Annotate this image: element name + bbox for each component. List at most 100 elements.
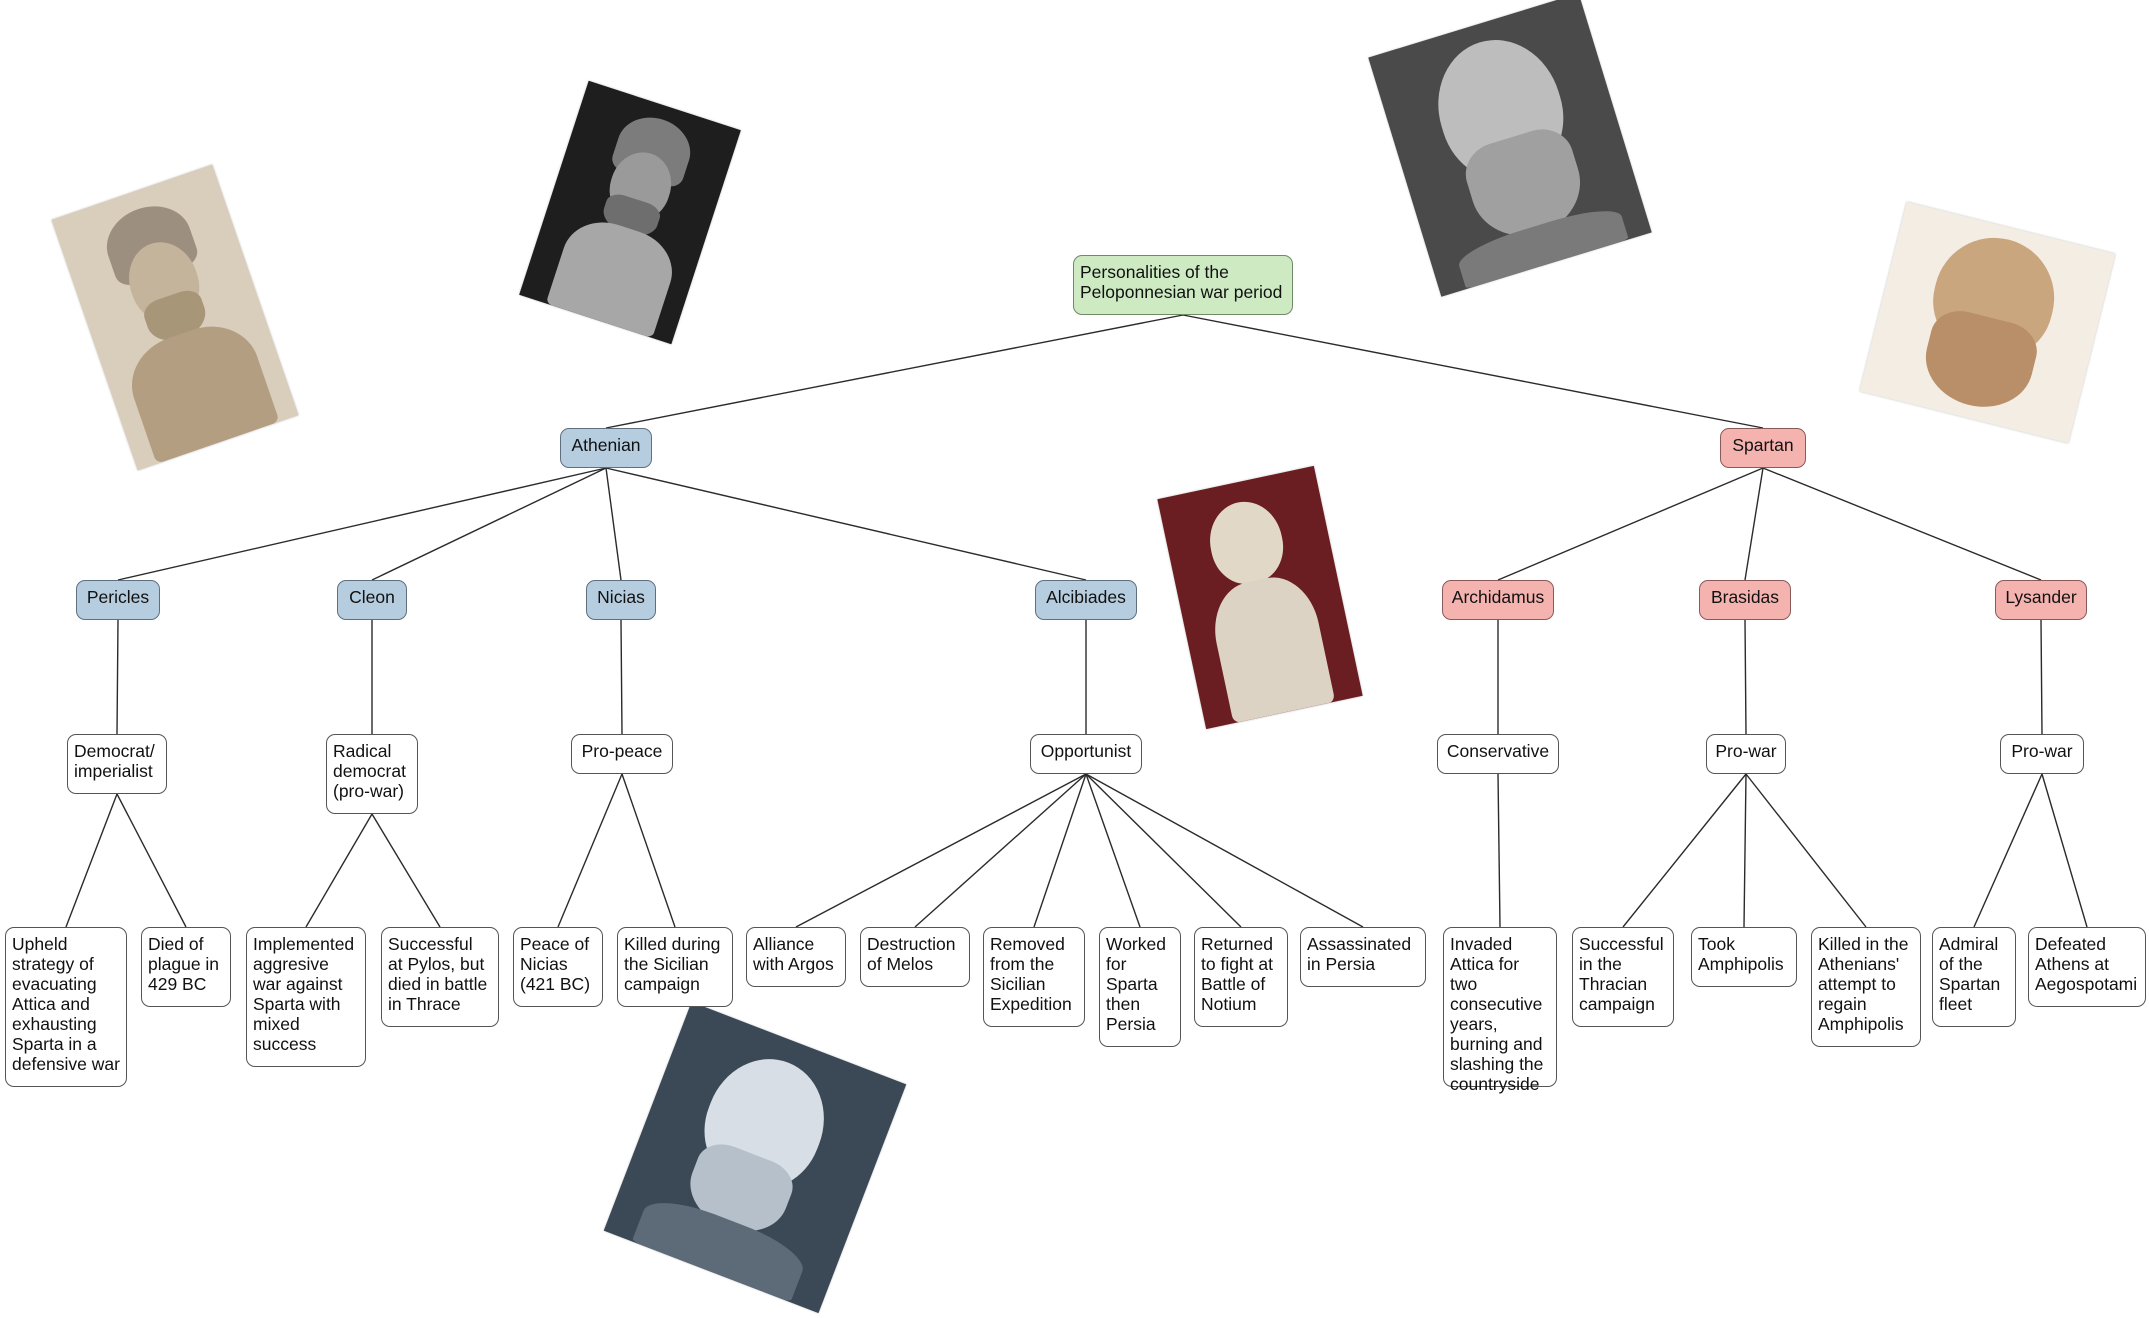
stance-label: Opportunist	[1040, 741, 1132, 761]
fact-pericles-2[interactable]: Died of plague in 429 BC	[141, 927, 231, 1007]
root-node[interactable]: Personalities of the Peloponnesian war p…	[1073, 255, 1293, 315]
connector-9	[371, 813, 441, 928]
leader-name: Brasidas	[1710, 587, 1780, 607]
fact-cleon-1[interactable]: Implemented aggresive war against Sparta…	[246, 927, 366, 1067]
fact-label: Admiral of the Spartan fleet	[1939, 934, 2001, 1014]
fact-nicias-1[interactable]: Peace of Nicias (421 BC)	[513, 927, 603, 1007]
fact-label: Returned to fight at Battle of Notium	[1201, 934, 1273, 1014]
leader-name: Lysander	[2005, 587, 2077, 607]
stance-brasidas[interactable]: Pro-war	[1706, 734, 1786, 774]
root-label: Personalities of the Peloponnesian war p…	[1080, 262, 1283, 302]
connector-32	[1973, 773, 2043, 928]
leader-name: Pericles	[86, 587, 150, 607]
connector-22	[1497, 467, 1764, 581]
leader-nicias[interactable]: Nicias	[586, 580, 656, 620]
stance-archidamus[interactable]: Conservative	[1437, 734, 1559, 774]
stance-cleon[interactable]: Radical democrat (pro-war)	[326, 734, 418, 814]
leader-brasidas[interactable]: Brasidas	[1699, 580, 1791, 620]
fact-label: Defeated Athens at Aegospotami	[2035, 934, 2138, 994]
connector-30	[1762, 467, 2042, 581]
fact-lysander-1[interactable]: Admiral of the Spartan fleet	[1932, 927, 2016, 1027]
stance-lysander[interactable]: Pro-war	[2000, 734, 2084, 774]
fact-pericles-1[interactable]: Upheld strategy of evacuating Attica and…	[5, 927, 127, 1087]
connector-17	[914, 773, 1087, 928]
fact-alcibiades-5[interactable]: Returned to fight at Battle of Notium	[1194, 927, 1288, 1027]
fact-label: Killed in the Athenians' attempt to rega…	[1818, 934, 1909, 1034]
connector-5	[116, 793, 187, 928]
connector-24	[1497, 773, 1501, 928]
connector-14	[605, 467, 1087, 581]
connector-29	[1745, 773, 1867, 928]
connector-25	[1744, 467, 1764, 581]
connector-8	[305, 813, 373, 928]
connector-0	[605, 314, 1184, 429]
connector-16	[795, 773, 1087, 928]
connector-4	[65, 793, 118, 928]
fact-cleon-2[interactable]: Successful at Pylos, but died in battle …	[381, 927, 499, 1027]
leader-name: Cleon	[349, 587, 395, 607]
fact-label: Upheld strategy of evacuating Attica and…	[12, 934, 120, 1074]
fact-label: Alliance with Argos	[753, 934, 834, 974]
fact-lysander-2[interactable]: Defeated Athens at Aegospotami	[2028, 927, 2146, 1007]
connector-10	[605, 467, 622, 581]
fact-label: Removed from the Sicilian Expedition	[990, 934, 1072, 1014]
fact-brasidas-1[interactable]: Successful in the Thracian campaign	[1572, 927, 1674, 1027]
connector-20	[1085, 773, 1242, 928]
fact-brasidas-2[interactable]: Took Amphipolis	[1691, 927, 1797, 987]
fact-archidamus-1[interactable]: Invaded Attica for two consecutive years…	[1443, 927, 1557, 1094]
stance-pericles[interactable]: Democrat/ imperialist	[67, 734, 167, 794]
stance-label: Pro-war	[1715, 741, 1777, 761]
leader-lysander[interactable]: Lysander	[1995, 580, 2087, 620]
faction-label: Athenian	[571, 435, 641, 455]
connector-1	[1182, 314, 1764, 429]
stance-label: Democrat/ imperialist	[74, 741, 155, 781]
connector-3	[116, 619, 119, 735]
connector-33	[2041, 773, 2088, 928]
fact-alcibiades-3[interactable]: Removed from the Sicilian Expedition	[983, 927, 1085, 1027]
fact-label: Implemented aggresive war against Sparta…	[253, 934, 355, 1054]
fact-alcibiades-2[interactable]: Destruction of Melos	[860, 927, 970, 987]
faction-athenian[interactable]: Athenian	[560, 428, 652, 468]
fact-brasidas-3[interactable]: Killed in the Athenians' attempt to rega…	[1811, 927, 1921, 1047]
fact-label: Died of plague in 429 BC	[148, 934, 220, 994]
faction-label: Spartan	[1732, 435, 1794, 455]
fact-alcibiades-6[interactable]: Assassinated in Persia	[1300, 927, 1426, 987]
stance-label: Conservative	[1446, 741, 1550, 761]
fact-label: Invaded Attica for two consecutive years…	[1450, 934, 1544, 1094]
stance-label: Radical democrat (pro-war)	[333, 741, 406, 801]
connector-21	[1085, 773, 1364, 928]
fact-label: Assassinated in Persia	[1307, 934, 1412, 974]
fact-label: Successful in the Thracian campaign	[1579, 934, 1664, 1014]
leader-name: Archidamus	[1451, 587, 1545, 607]
connector-11	[620, 619, 623, 735]
leader-pericles[interactable]: Pericles	[76, 580, 160, 620]
leader-archidamus[interactable]: Archidamus	[1442, 580, 1554, 620]
connector-31	[2040, 619, 2043, 735]
connector-27	[1622, 773, 1747, 928]
connector-6	[371, 467, 607, 581]
fact-label: Destruction of Melos	[867, 934, 956, 974]
connector-12	[557, 773, 623, 928]
fact-label: Worked for Sparta then Persia	[1106, 934, 1166, 1034]
fact-label: Successful at Pylos, but died in battle …	[388, 934, 488, 1014]
fact-label: Killed during the Sicilian campaign	[624, 934, 721, 994]
fact-alcibiades-1[interactable]: Alliance with Argos	[746, 927, 846, 987]
fact-nicias-2[interactable]: Killed during the Sicilian campaign	[617, 927, 733, 1007]
stance-label: Pro-peace	[581, 741, 663, 761]
leader-cleon[interactable]: Cleon	[337, 580, 407, 620]
connector-2	[117, 467, 607, 581]
connector-13	[621, 773, 676, 928]
leader-name: Alcibiades	[1046, 587, 1126, 607]
connector-19	[1085, 773, 1141, 928]
stance-nicias[interactable]: Pro-peace	[571, 734, 673, 774]
fact-alcibiades-4[interactable]: Worked for Sparta then Persia	[1099, 927, 1181, 1047]
faction-spartan[interactable]: Spartan	[1720, 428, 1806, 468]
fact-label: Took Amphipolis	[1698, 934, 1784, 974]
connector-18	[1033, 773, 1087, 928]
leader-alcibiades[interactable]: Alcibiades	[1035, 580, 1137, 620]
stance-alcibiades[interactable]: Opportunist	[1030, 734, 1142, 774]
stance-label: Pro-war	[2011, 741, 2073, 761]
fact-label: Peace of Nicias (421 BC)	[520, 934, 591, 994]
connector-26	[1744, 619, 1747, 735]
